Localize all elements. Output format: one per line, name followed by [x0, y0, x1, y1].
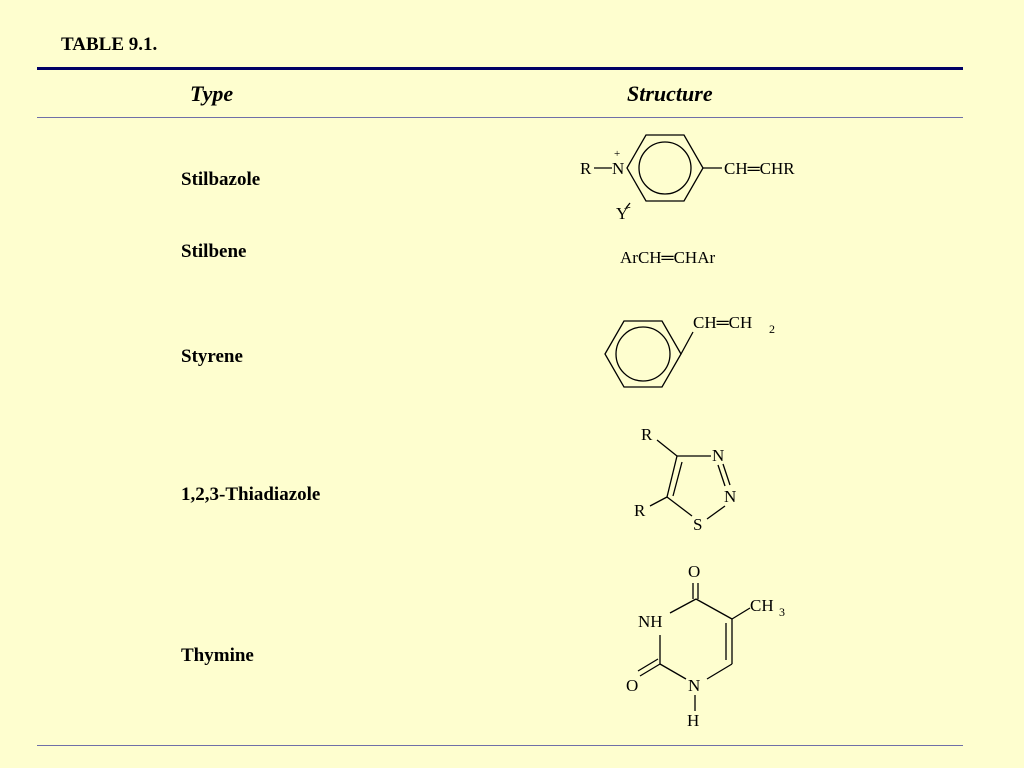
thymine-o-top: O [688, 562, 700, 581]
structure-stilbazole: R N + CH═CHR Y - [580, 134, 795, 223]
structure-thiadiazole: R N N S R [634, 425, 736, 534]
row-label-stilbene: Stilbene [181, 241, 247, 262]
bottom-rule [37, 745, 963, 746]
stilbazole-aromatic-circle [638, 141, 692, 195]
thiadiazole-r-left: R [634, 501, 646, 520]
stilbene-formula: ArCH═CHAr [620, 248, 715, 267]
table-title: TABLE 9.1. [61, 34, 158, 55]
structure-stilbene: ArCH═CHAr [620, 248, 715, 267]
row-label-styrene: Styrene [181, 346, 243, 367]
row-label-thymine: Thymine [181, 645, 254, 666]
thymine-h: H [687, 711, 699, 730]
row-label-stilbazole: Stilbazole [181, 169, 261, 190]
thymine-n: N [688, 676, 700, 695]
thymine-ch3: CH [750, 596, 774, 615]
top-rule [37, 67, 963, 70]
stilbazole-plus: + [614, 148, 620, 160]
thiadiazole-n2: N [724, 487, 736, 506]
row-label-thiadiazole: 1,2,3-Thiadiazole [181, 484, 321, 505]
thymine-o-left: O [626, 676, 638, 695]
stilbazole-y: Y [616, 204, 628, 223]
thiadiazole-r-top: R [641, 425, 653, 444]
stilbazole-minus: - [627, 201, 631, 213]
styrene-subscript: 2 [769, 322, 775, 336]
structure-styrene: CH═CH 2 [604, 313, 775, 388]
styrene-vinyl: CH═CH [693, 313, 752, 332]
column-header-structure: Structure [627, 81, 713, 106]
thiadiazole-s: S [693, 515, 702, 534]
styrene-aromatic-circle [615, 326, 671, 382]
thiadiazole-n1: N [712, 446, 724, 465]
structure-thymine: O CH 3 N H O NH [626, 562, 785, 730]
stilbazole-n: N [612, 159, 624, 178]
column-header-type: Type [190, 81, 234, 106]
stilbazole-r: R [580, 159, 592, 178]
thymine-ch3-subscript: 3 [779, 605, 785, 619]
thymine-nh: NH [638, 612, 663, 631]
header-rule [37, 117, 963, 118]
stilbazole-chain: CH═CHR [724, 159, 795, 178]
